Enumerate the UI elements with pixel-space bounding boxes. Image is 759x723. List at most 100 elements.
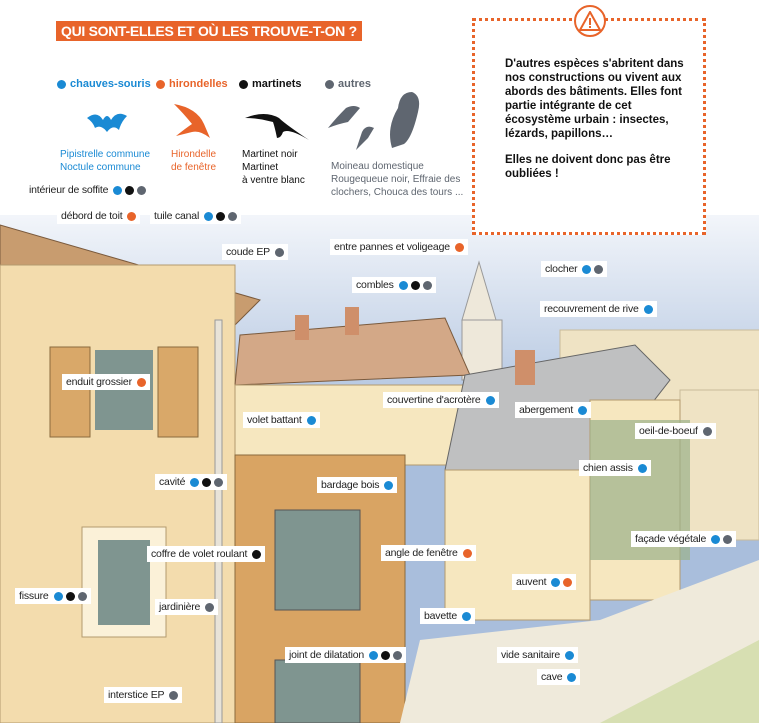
species-dot-icon [214,477,224,487]
habitat-label-text: joint de dilatation [289,649,365,661]
blue-dot-icon [57,79,66,89]
habitat-label: cavité [155,474,228,490]
habitat-label-text: bardage bois [321,479,380,491]
legend-label: chauves-souris [70,78,151,90]
species-dot-icon [125,185,135,195]
species-dot-icon [369,650,379,660]
species-dot-icon [398,280,408,290]
species-dot-icon [711,534,721,544]
habitat-label-text: recouvrement de rive [544,303,639,315]
habitat-label-text: couvertine d'acrotère [387,394,481,406]
species-dot-icon [393,650,403,660]
swift-icon [245,114,309,140]
habitat-label-text: abergement [519,404,574,416]
orange-dot-icon [156,79,165,89]
habitat-label-text: jardinière [159,601,201,613]
warning-text: D'autres espèces s'abritent dans nos con… [505,58,684,140]
species-dot-icon [422,280,432,290]
legend-chauves-souris: chauves-souris [57,78,151,90]
habitat-label: vide sanitaire [497,647,579,663]
species-dot-icon [77,591,87,601]
habitat-label: débord de toit [57,208,141,224]
habitat-label: oeil-de-boeuf [635,423,716,439]
habitat-label-text: vide sanitaire [501,649,561,661]
species-dot-icon [594,264,604,274]
species-dot-icon [190,477,200,487]
habitat-label: clocher [541,261,608,277]
habitat-label-text: interstice EP [108,689,165,701]
species-dot-icon [228,211,238,221]
habitat-label-text: tuile canal [154,210,200,222]
species-dot-icon [127,211,137,221]
species-name: de fenêtre [171,162,217,173]
habitat-label: auvent [512,574,577,590]
habitat-label: jardinière [155,599,219,615]
habitat-label-text: enduit grossier [66,376,132,388]
species-name: Pipistrelle commune [60,149,151,160]
habitat-label: bardage bois [317,477,398,493]
species-name: Hirondelle [171,149,217,160]
black-dot-icon [239,79,248,89]
species-dot-icon [381,650,391,660]
species-dot-icon [551,577,561,587]
habitat-label-text: cavité [159,476,186,488]
legend-martinets: martinets [239,78,302,90]
species-dot-icon [205,602,215,612]
habitat-label: tuile canal [150,208,242,224]
species-dot-icon [723,534,733,544]
swallow-icon [174,104,210,138]
habitat-label: couvertine d'acrotère [383,392,499,408]
species-name: Noctule commune [60,162,141,173]
habitat-label-text: coude EP [226,246,270,258]
species-dot-icon [384,480,394,490]
habitat-label: intérieur de soffite [25,182,151,198]
habitat-label-text: fissure [19,590,49,602]
species-dot-icon [306,415,316,425]
legend-label: autres [338,78,372,90]
species-name: clochers, Chouca des tours ... [331,187,464,198]
habitat-label-text: volet battant [247,414,302,426]
habitat-label-text: oeil-de-boeuf [639,425,698,437]
habitat-label: chien assis [579,460,651,476]
gray-dot-icon [325,79,334,89]
species-dot-icon [136,377,146,387]
habitat-label: abergement [515,402,592,418]
habitat-label: joint de dilatation [285,647,407,663]
legend-label: martinets [252,78,302,90]
habitat-label-text: débord de toit [61,210,123,222]
species-name: Martinet noir [242,149,298,160]
species-dot-icon [137,185,147,195]
habitat-label-text: combles [356,279,394,291]
habitat-label: bavette [420,608,476,624]
habitat-label: fissure [15,588,91,604]
species-hirondelles: Hirondelle de fenêtre [171,148,216,174]
habitat-label-text: angle de fenêtre [385,547,458,559]
page-title: QUI SONT-ELLES ET OÙ LES TROUVE-T-ON ? [56,21,362,41]
habitat-label-text: coffre de volet roulant [151,548,248,560]
street [400,560,759,723]
species-dot-icon [252,549,262,559]
habitat-label: volet battant [243,412,320,428]
habitat-label: combles [352,277,436,293]
species-dot-icon [454,242,464,252]
species-dot-icon [113,185,123,195]
habitat-label-text: bavette [424,610,458,622]
habitat-label-text: auvent [516,576,547,588]
habitat-label-text: entre pannes et voligeage [334,241,450,253]
habitat-label: coude EP [222,244,288,260]
habitat-label-text: clocher [545,263,578,275]
species-dot-icon [462,611,472,621]
species-name: Martinet [242,162,279,173]
habitat-label-text: chien assis [583,462,633,474]
habitat-label-text: façade végétale [635,533,707,545]
species-dot-icon [202,477,212,487]
wood-clad-building [234,454,406,723]
species-dot-icon [204,211,214,221]
species-name: Rougequeue noir, Effraie des [331,174,461,185]
species-dot-icon [485,395,495,405]
species-dot-icon [643,304,653,314]
species-dot-icon [462,548,472,558]
species-dot-icon [565,650,575,660]
